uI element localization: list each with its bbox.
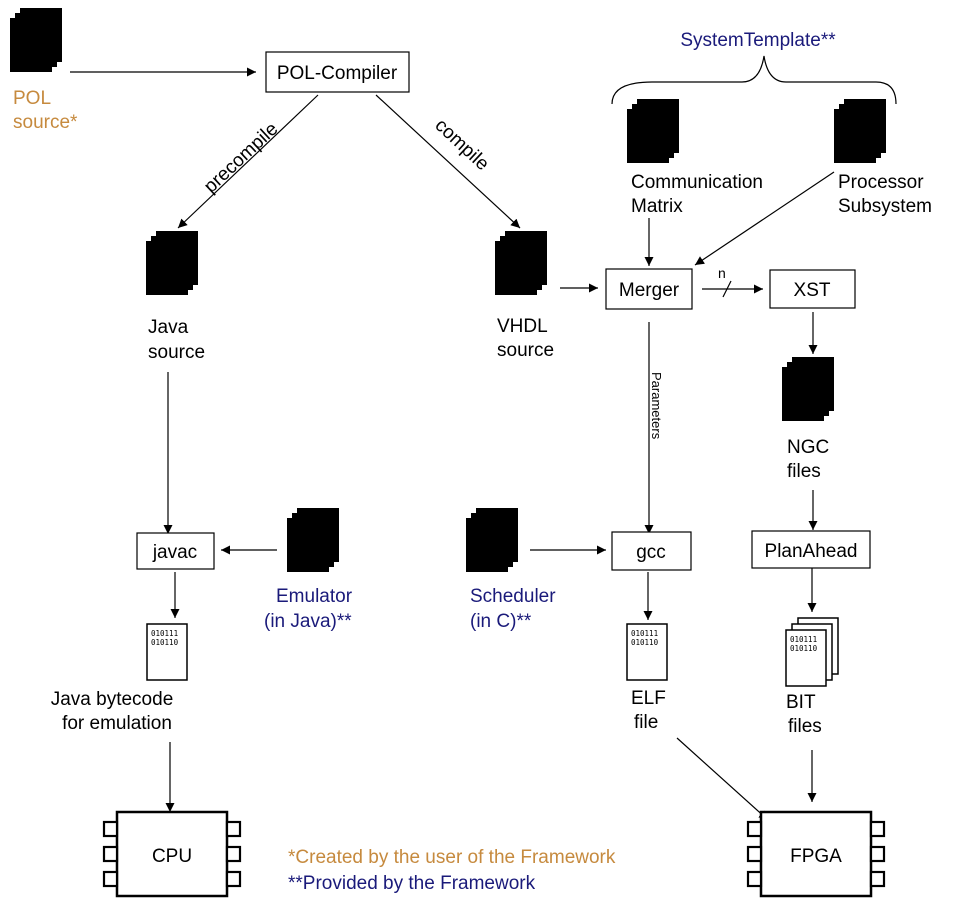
vhdl-source-label-line-2: source [497,340,554,361]
java-bytecode-label-line-2: for emulation [62,713,172,734]
edge-compile [375,94,521,229]
planahead-label: PlanAhead [765,541,858,562]
edges [70,67,835,821]
communication-matrix-label-line-1: Communication [631,172,763,193]
vhdl-source-document-icon [495,231,547,295]
java-source-document-icon [146,231,198,295]
precompile-label: precompile [200,119,282,198]
compiler-box: POL-Compiler [265,51,410,93]
processor-subsystem-label-line-1: Processor [838,172,924,193]
communication-matrix-label-line-2: Matrix [631,196,683,217]
elf-file-icon: 010111 010110 [626,623,668,681]
pol-source-label-line-1: POL [13,88,51,109]
edge-precompile [177,94,319,229]
ngc-files-label-line-2: files [787,461,821,482]
bit-bits-line-2: 010110 [790,644,818,653]
system-template-label: SystemTemplate** [680,30,836,51]
pol-source-label-line-2: source* [13,112,78,133]
emulator-label-line-2: (in Java)** [264,611,352,632]
bus-slash [722,280,732,298]
java-bytecode-label-line-1: Java bytecode [51,689,174,710]
bytecode-bits-line-2: 010110 [151,638,179,647]
java-bytecode-file-icon: 010111 010110 [146,623,188,681]
communication-matrix-document-icon [627,99,679,163]
processor-subsystem-document-icon [834,99,886,163]
legend-user-created: *Created by the user of the Framework [288,847,616,868]
scheduler-label-line-1: Scheduler [470,586,556,607]
bit-bits-line-1: 010111 [790,635,817,644]
ngc-files-document-icon [782,357,834,421]
bit-files-icon: 010111 010110 [785,617,839,687]
merger-box: Merger [605,268,693,310]
system-template-brace [611,55,897,105]
merger-label: Merger [619,280,680,301]
parameters-label: Parameters [649,372,664,440]
edge-elf-to-fpga [676,737,769,821]
java-source-label-line-1: Java [148,317,189,338]
scheduler-label-line-2: (in C)** [470,611,532,632]
vhdl-source-label-line-1: VHDL [497,316,548,337]
cpu-label: CPU [152,846,192,867]
bit-files-label-line-1: BIT [786,692,816,713]
fpga-label: FPGA [790,846,842,867]
legend-framework-provided: **Provided by the Framework [288,873,536,894]
emulator-document-icon [287,508,339,572]
elf-file-label-line-2: file [634,712,658,733]
ngc-files-label-line-1: NGC [787,437,829,458]
xst-label: XST [794,280,831,301]
bit-files-label-line-2: files [788,716,822,737]
compiler-label: POL-Compiler [277,63,398,84]
elf-bits-line-1: 010111 [631,629,658,638]
gcc-label: gcc [636,542,666,563]
xst-box: XST [769,269,856,309]
pol-source-document-icon [10,8,62,72]
bytecode-bits-line-1: 010111 [151,629,178,638]
scheduler-document-icon [466,508,518,572]
fpga-chip-icon: FPGA [746,810,886,898]
elf-bits-line-2: 010110 [631,638,659,647]
javac-box: javac [136,532,215,570]
emulator-label-line-1: Emulator [276,586,353,607]
java-source-label-line-2: source [148,342,205,363]
gcc-box: gcc [611,531,692,571]
compile-label: compile [431,115,493,175]
processor-subsystem-label-line-2: Subsystem [838,196,932,217]
bus-width-label: n [718,265,726,281]
edge-processor-to-merger [694,171,835,266]
elf-file-label-line-1: ELF [631,688,666,709]
cpu-chip-icon: CPU [102,810,242,898]
planahead-box: PlanAhead [751,530,871,569]
javac-label: javac [152,542,197,563]
